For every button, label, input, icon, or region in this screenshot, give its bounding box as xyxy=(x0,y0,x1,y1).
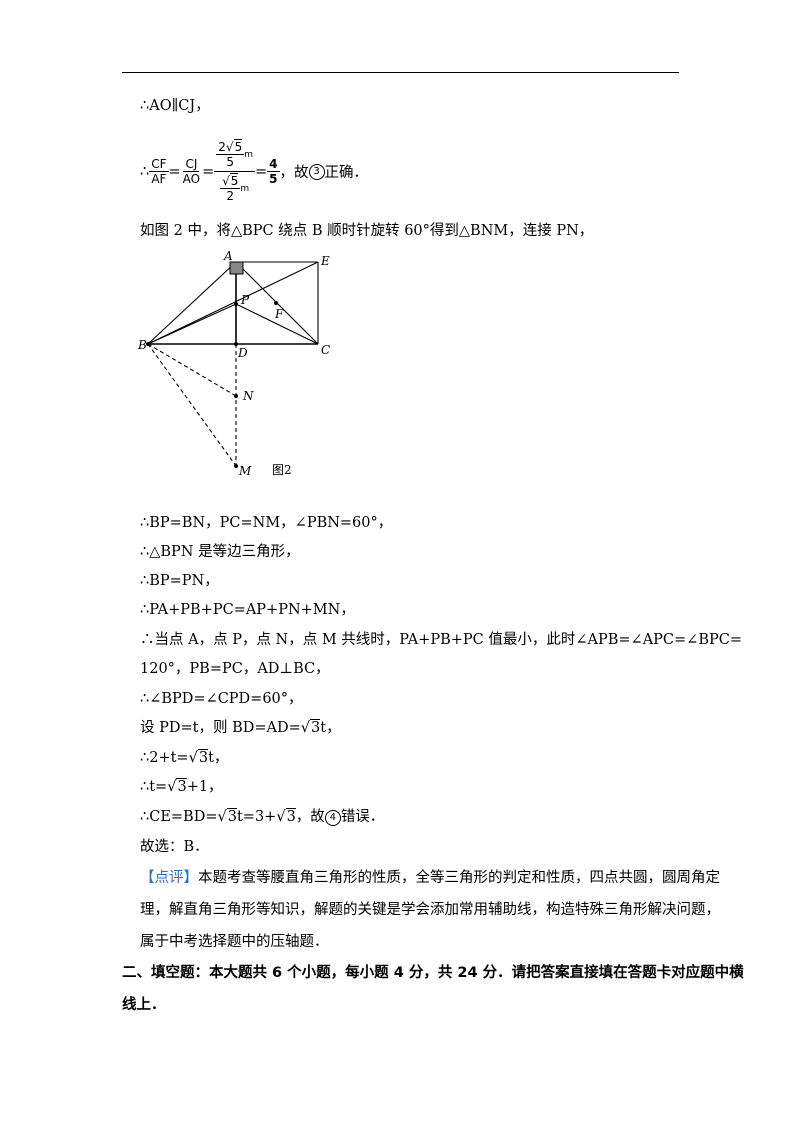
figure-caption: 图2 xyxy=(272,463,292,477)
step-equation: ∴2+t=√3t， xyxy=(140,749,229,766)
segment-ba xyxy=(147,261,237,345)
label-n: N xyxy=(242,389,254,403)
segment-pc xyxy=(235,303,319,345)
circled-number-3: 3 xyxy=(308,163,325,180)
choice-line: 故选：B． xyxy=(140,839,209,855)
circled-number-4: 4 xyxy=(324,810,341,826)
step-4: ∴PA+PB+PC=AP+PN+MN， xyxy=(140,602,355,618)
comment-tag: 【点评】 xyxy=(140,870,198,886)
step-t-value: ∴t=√3+1， xyxy=(140,778,223,795)
label-c: C xyxy=(321,343,330,357)
figure2-intro: 如图 2 中，将△BPC 绕点 B 顺时针旋转 60°得到△BNM，连接 PN， xyxy=(140,223,594,239)
figure-2-diagram: A E P F B D C N M 图2 xyxy=(137,249,330,478)
segment-be xyxy=(147,261,319,345)
point-p xyxy=(234,302,238,306)
step-5: ∴当点 A，点 P，点 N，点 M 共线时，PA+PB+PC 值最小，此时∠AP… xyxy=(140,632,742,648)
point-b xyxy=(146,342,150,346)
dashed-bm xyxy=(147,343,237,467)
dashed-bn xyxy=(147,343,237,397)
point-n xyxy=(234,394,238,398)
step-3: ∴BP=PN， xyxy=(140,573,219,589)
step-7: ∴∠BPD=∠CPD=60°， xyxy=(140,691,303,707)
comment-line-3: 属于中考选择题中的压轴题． xyxy=(140,934,329,950)
right-angle-mark xyxy=(229,261,244,275)
step-1: ∴BP=BN，PC=NM，∠PBN=60°， xyxy=(140,515,393,531)
label-e: E xyxy=(320,254,330,268)
step-set-pd: 设 PD=t，则 BD=AD=√3t， xyxy=(140,719,341,736)
comment-line-1: 【点评】本题考查等腰直角三角形的性质，全等三角形的判定和性质，四点共圆，圆周角定 xyxy=(140,870,720,886)
label-d: D xyxy=(237,346,248,360)
label-f: F xyxy=(274,307,284,321)
section-heading-line-2: 线上． xyxy=(122,997,166,1013)
step-6: 120°，PB=PC，AD⊥BC， xyxy=(140,661,330,677)
header-rule xyxy=(122,72,679,73)
line-ao-parallel-cj: ∴AO∥CJ， xyxy=(140,98,210,114)
label-b: B xyxy=(137,338,147,352)
label-m: M xyxy=(238,464,252,478)
comment-line-2: 理，解直角三角形等知识，解题的关键是学会添加常用辅助线，构造特殊三角形解决问题， xyxy=(140,902,720,918)
point-m xyxy=(234,464,238,468)
step-2: ∴△BPN 是等边三角形， xyxy=(140,544,300,560)
section-heading-line-1: 二、填空题：本大题共 6 个小题，每小题 4 分，共 24 分．请把答案直接填在… xyxy=(122,965,744,981)
point-f xyxy=(274,301,278,305)
label-p: P xyxy=(240,293,250,307)
therefore-symbol: ∴ xyxy=(140,163,150,180)
point-d xyxy=(234,342,238,346)
label-a: A xyxy=(223,249,233,263)
